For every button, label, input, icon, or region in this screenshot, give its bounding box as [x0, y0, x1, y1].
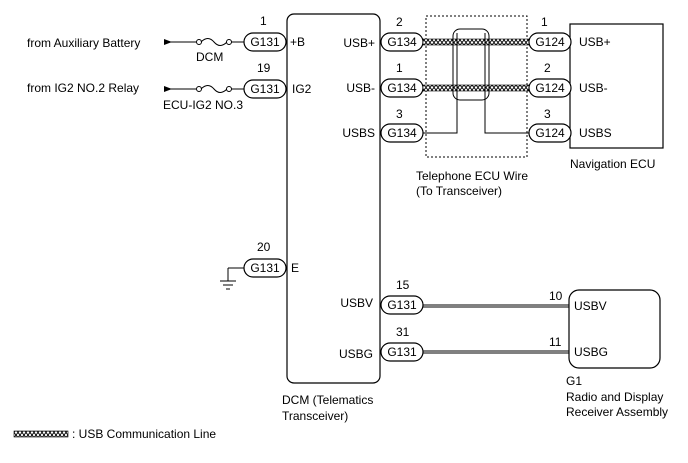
dcm-label-line2: Transceiver)	[282, 409, 348, 423]
nav-connector-code: G124	[535, 35, 565, 49]
dcm-pin-1-usb-minus: 1	[396, 61, 403, 75]
fuse-dcm-label: DCM	[196, 50, 223, 64]
dcm-connector-code: G131	[387, 345, 417, 359]
ground-icon	[220, 280, 236, 290]
dcm-terminal-usbg: USBG	[339, 347, 373, 361]
nav-terminal-usbs: USBS	[579, 126, 612, 140]
dcm-terminal-usb-minus: USB-	[346, 81, 375, 95]
usb-plus-twisted-wire	[422, 38, 530, 46]
dcm-connector-code: G134	[387, 126, 417, 140]
source-ig2-relay: from IG2 NO.2 Relay	[27, 81, 139, 95]
radio-pin-10: 10	[549, 289, 563, 303]
fuse-ecu-ig2-terminal-right	[226, 86, 232, 92]
dcm-terminal-ig2: IG2	[292, 82, 312, 96]
radio-terminal-usbv: USBV	[574, 299, 607, 313]
nav-terminal-usb-minus: USB-	[579, 81, 608, 95]
dcm-connector-g131-usbg	[380, 342, 424, 362]
dcm-pin-19: 19	[257, 61, 271, 75]
dcm-terminal-b: +B	[290, 35, 305, 49]
usbs-drain-wire-left	[423, 97, 458, 134]
dcm-connector-g131-e	[243, 258, 287, 278]
dcm-terminal-usbv: USBV	[340, 296, 373, 310]
fuse-dcm-terminal-right	[226, 39, 232, 45]
fuse-ecu-ig2-icon	[200, 85, 228, 93]
legend-usb-line-icon	[13, 430, 69, 438]
radio-pin-11: 11	[549, 335, 562, 349]
dcm-connector-code: G131	[387, 298, 417, 312]
dcm-connector-code: G131	[250, 82, 280, 96]
dcm-pin-3: 3	[396, 107, 403, 121]
usb-minus-twisted-wire	[422, 84, 530, 92]
nav-connector-g124-usbs	[528, 123, 572, 143]
radio-label-line1: Radio and Display	[566, 390, 663, 404]
nav-connector-g124-usb-minus	[528, 78, 572, 98]
dcm-pin-1: 1	[260, 14, 267, 28]
dcm-connector-g131-ig2	[243, 79, 287, 99]
fuse-ecu-ig2-terminal-left	[196, 86, 202, 92]
dcm-terminal-usb-plus: USB+	[343, 36, 375, 50]
legend-label: : USB Communication Line	[72, 427, 216, 441]
dcm-connector-g131-b	[243, 32, 287, 52]
nav-pin-1: 1	[541, 15, 548, 29]
dcm-connector-code: G131	[250, 35, 280, 49]
nav-pin-2: 2	[544, 61, 551, 75]
radio-box	[568, 289, 661, 369]
dcm-connector-code: G134	[387, 35, 417, 49]
arrow-aux-battery-icon	[164, 39, 172, 45]
nav-connector-g124-usb-plus	[528, 32, 572, 52]
dcm-terminal-e: E	[291, 261, 299, 275]
nav-terminal-usb-plus: USB+	[579, 35, 611, 49]
source-aux-battery: from Auxiliary Battery	[27, 36, 140, 50]
fuse-dcm-icon	[200, 38, 228, 46]
fuse-dcm-terminal-left	[196, 39, 202, 45]
usbs-drain-wire-right	[484, 97, 529, 134]
dcm-pin-31: 31	[396, 325, 410, 339]
radio-terminal-usbg: USBG	[574, 345, 608, 359]
radio-label-line2: Receiver Assembly	[566, 405, 668, 419]
dcm-pin-15: 15	[396, 278, 410, 292]
dcm-label-line1: DCM (Telematics	[282, 393, 373, 407]
shield-icon	[452, 28, 490, 101]
dcm-pin-2: 2	[396, 15, 403, 29]
nav-pin-3: 3	[544, 107, 551, 121]
radio-code: G1	[566, 374, 582, 388]
dcm-connector-code: G131	[250, 261, 280, 275]
dcm-box	[286, 13, 381, 384]
fuse-ecu-ig2-label: ECU-IG2 NO.3	[163, 98, 243, 112]
nav-connector-code: G124	[535, 126, 565, 140]
dcm-pin-20: 20	[257, 240, 271, 254]
harness-label-line1: Telephone ECU Wire	[416, 169, 528, 183]
harness-label-line2: (To Transceiver)	[416, 184, 502, 198]
dcm-connector-code: G134	[387, 81, 417, 95]
arrow-ig2-relay-icon	[164, 86, 172, 92]
navigation-ecu-label: Navigation ECU	[570, 157, 655, 171]
nav-connector-code: G124	[535, 81, 565, 95]
dcm-terminal-usbs: USBS	[342, 126, 375, 140]
navigation-ecu-box	[569, 23, 664, 149]
